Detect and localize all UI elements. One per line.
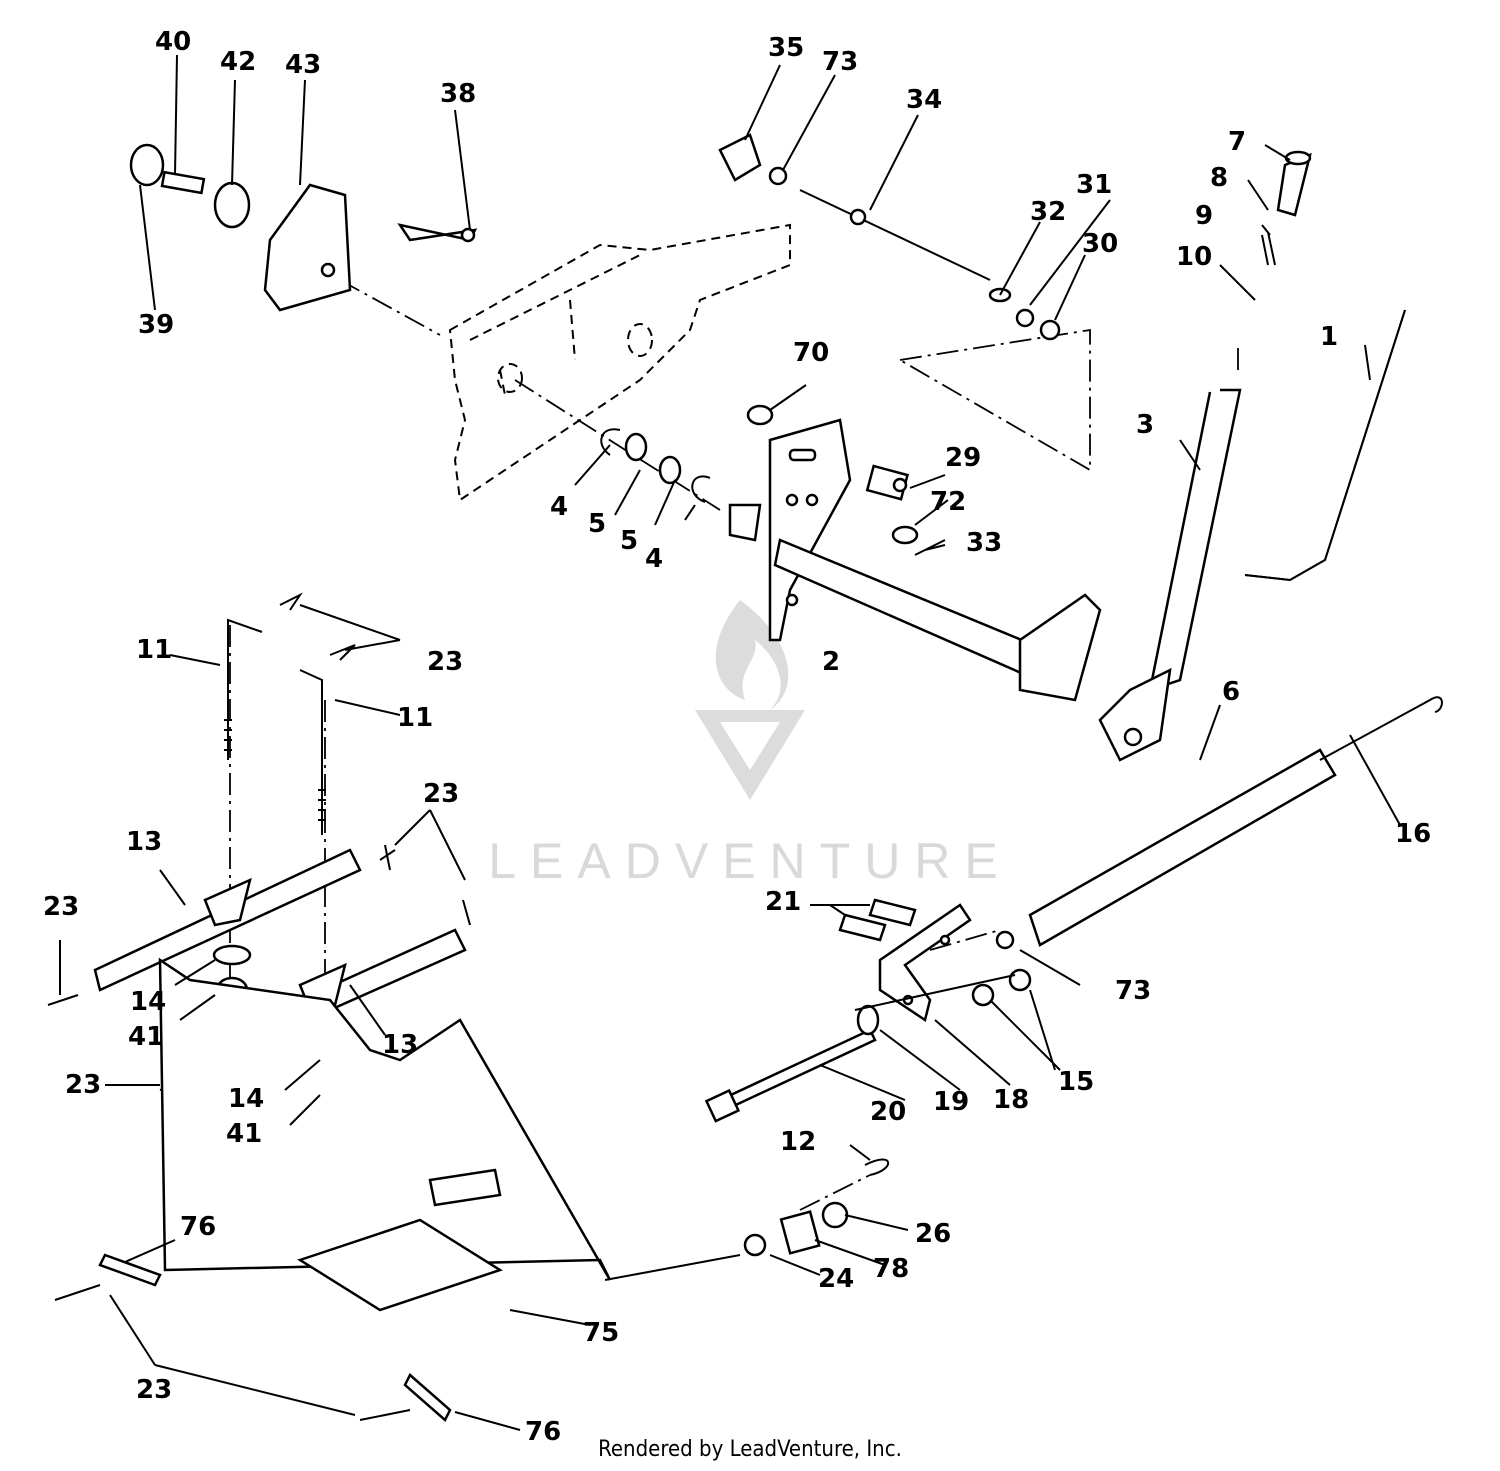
callout-23e: 23 <box>136 1375 172 1405</box>
callout-4b: 4 <box>645 544 663 574</box>
callout-16: 16 <box>1395 819 1431 849</box>
callout-31: 31 <box>1076 170 1112 200</box>
callout-33: 33 <box>966 528 1002 558</box>
part-38-bracket <box>397 223 478 243</box>
callout-73b: 73 <box>1115 976 1151 1006</box>
callout-13b: 13 <box>382 1030 418 1060</box>
callout-29: 29 <box>945 443 981 473</box>
callout-labels: 1 2 3 4 4 5 5 6 7 8 9 10 11 11 12 13 13 … <box>43 27 1431 1447</box>
callout-76b: 76 <box>525 1417 561 1447</box>
callout-30: 30 <box>1082 229 1118 259</box>
callout-18: 18 <box>993 1085 1029 1115</box>
callout-14a: 14 <box>130 987 166 1017</box>
part-70-72-33-hardware <box>746 404 946 556</box>
callout-11b: 11 <box>397 703 433 733</box>
part-3-lift-handle <box>1098 388 1242 762</box>
watermark-logo <box>695 600 805 800</box>
part-39-43-knob-assembly <box>129 143 352 312</box>
part-30-31-32-hardware <box>988 287 1061 341</box>
part-1-lift-rod <box>1244 309 1406 582</box>
callout-41b: 41 <box>226 1119 262 1149</box>
callout-72: 72 <box>930 487 966 517</box>
part-4-5-rings <box>600 428 711 503</box>
frame-outline <box>448 223 791 502</box>
callout-19: 19 <box>933 1087 969 1117</box>
callout-38: 38 <box>440 79 476 109</box>
callout-8: 8 <box>1210 163 1228 193</box>
callout-7: 7 <box>1228 127 1246 157</box>
callout-11a: 11 <box>136 635 172 665</box>
callout-42: 42 <box>220 47 256 77</box>
footer-credit: Rendered by LeadVenture, Inc. <box>598 1437 902 1462</box>
part-29-trunnion <box>865 464 910 501</box>
callout-35: 35 <box>768 33 804 63</box>
callout-41a: 41 <box>128 1022 164 1052</box>
callout-23b: 23 <box>423 779 459 809</box>
callout-5b: 5 <box>620 526 638 556</box>
part-2-lift-shaft <box>728 418 1102 702</box>
callout-32: 32 <box>1030 197 1066 227</box>
part-11-rods <box>224 618 326 835</box>
part-18-bracket <box>878 903 972 1023</box>
callout-23d: 23 <box>65 1070 101 1100</box>
callout-2: 2 <box>822 647 840 677</box>
callout-40: 40 <box>155 27 191 57</box>
callout-23c: 23 <box>43 892 79 922</box>
callout-76a: 76 <box>180 1212 216 1242</box>
callout-34: 34 <box>906 85 942 115</box>
part-23-pins <box>47 592 471 1421</box>
callout-5a: 5 <box>588 509 606 539</box>
watermark-text: LEADVENTURE <box>488 833 1012 889</box>
part-20-21-bolts <box>704 898 917 1123</box>
callout-73a: 73 <box>822 47 858 77</box>
part-7-handle-grip <box>1261 150 1312 266</box>
callout-13a: 13 <box>126 827 162 857</box>
part-16-spring <box>1028 696 1443 947</box>
callout-14b: 14 <box>228 1084 264 1114</box>
callout-23a: 23 <box>427 647 463 677</box>
part-34-adjust-rod <box>718 133 991 281</box>
callout-43: 43 <box>285 50 321 80</box>
callout-10: 10 <box>1176 242 1212 272</box>
part-76-pins <box>98 1253 452 1423</box>
callout-21: 21 <box>765 887 801 917</box>
part-12-24-26-78-hardware <box>743 1158 890 1257</box>
callout-12: 12 <box>780 1127 816 1157</box>
callout-4a: 4 <box>550 492 568 522</box>
callout-75: 75 <box>583 1318 619 1348</box>
callout-24: 24 <box>818 1264 854 1294</box>
part-75-lift-plate <box>158 957 741 1312</box>
callout-39: 39 <box>138 310 174 340</box>
callout-leaders <box>59 54 1401 1431</box>
callout-78: 78 <box>873 1254 909 1284</box>
callout-15: 15 <box>1058 1067 1094 1097</box>
callout-20: 20 <box>870 1097 906 1127</box>
callout-9: 9 <box>1195 201 1213 231</box>
callout-26: 26 <box>915 1219 951 1249</box>
callout-70: 70 <box>793 338 829 368</box>
callout-1: 1 <box>1320 322 1338 352</box>
callout-3: 3 <box>1136 410 1154 440</box>
callout-6: 6 <box>1222 677 1240 707</box>
